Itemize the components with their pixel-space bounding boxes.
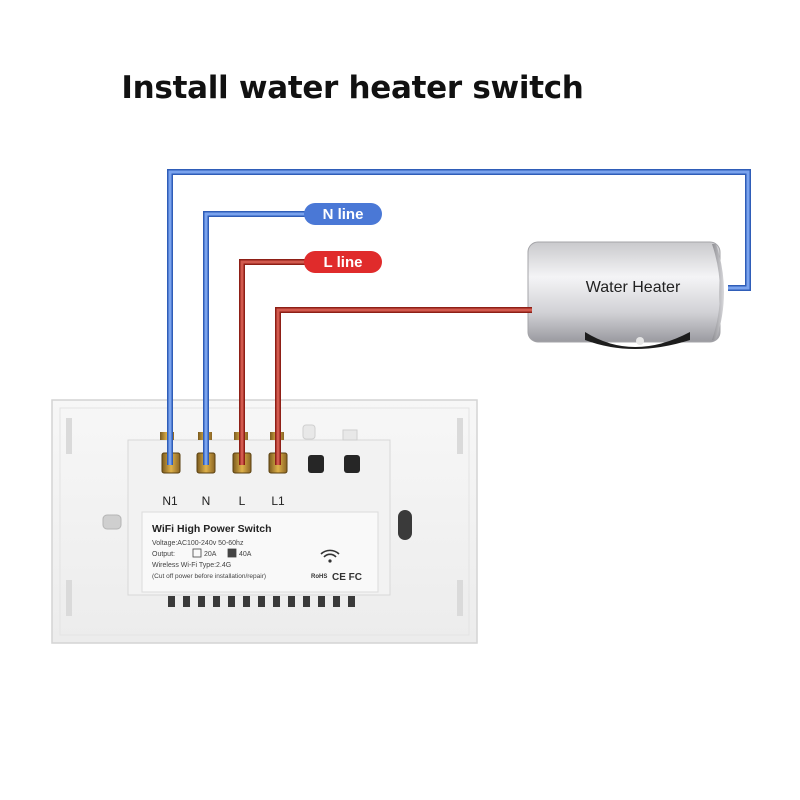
rohs-mark: RoHS — [311, 574, 327, 580]
wire-n1 — [168, 170, 750, 465]
checkbox-20a — [192, 548, 202, 558]
spec-heading: WiFi High Power Switch — [152, 523, 272, 535]
terminal-label-n: N — [202, 494, 211, 508]
heater-knob — [636, 337, 644, 345]
n-line-badge: N line — [304, 203, 382, 225]
spec-voltage: Voltage:AC100-240v 50-60hz — [152, 540, 244, 547]
spec-label — [141, 511, 379, 593]
side-slot — [66, 418, 72, 454]
wifi-icon — [320, 549, 340, 563]
switch-inner-border — [59, 407, 470, 636]
heater-end-cap — [712, 244, 724, 340]
terminal-label-l: L — [239, 494, 246, 508]
l-line-badge: L line — [304, 251, 382, 273]
mount-hole — [398, 510, 412, 540]
checkbox-40a — [227, 548, 237, 558]
terminal-label-n1: N1 — [162, 494, 178, 508]
switch-body: N1 N L L1 WiFi High Power Switch Voltage… — [51, 399, 478, 644]
cert-marks: CE FC — [332, 572, 362, 583]
bottom-vents — [168, 596, 355, 607]
side-slot — [457, 580, 463, 616]
l-line-badge-bg — [304, 251, 382, 273]
spec-caution: (Cut off power before installation/repai… — [152, 573, 266, 580]
n-line-label: N line — [323, 206, 364, 223]
l-line-label: L line — [324, 254, 363, 271]
wire-n — [204, 212, 310, 465]
side-slot — [66, 580, 72, 616]
spec-output-20a: 20A — [204, 551, 217, 558]
wire-l — [240, 260, 310, 465]
wire-l1 — [276, 308, 532, 465]
spec-wifi-type: Wireless Wi-Fi Type:2.4G — [152, 562, 231, 569]
spec-output-prefix: Output: — [152, 551, 175, 558]
terminal-label-l1: L1 — [271, 494, 285, 508]
n-line-badge-bg — [304, 203, 382, 225]
diagram-title: Install water heater switch — [121, 70, 584, 106]
side-slot — [457, 418, 463, 454]
spec-output-40a: 40A — [239, 551, 252, 558]
wiring — [167, 169, 751, 465]
heater-label: Water Heater — [586, 279, 681, 296]
water-heater: Water Heater — [527, 241, 724, 349]
heater-control-panel — [585, 332, 690, 349]
mount-hole — [102, 514, 122, 530]
